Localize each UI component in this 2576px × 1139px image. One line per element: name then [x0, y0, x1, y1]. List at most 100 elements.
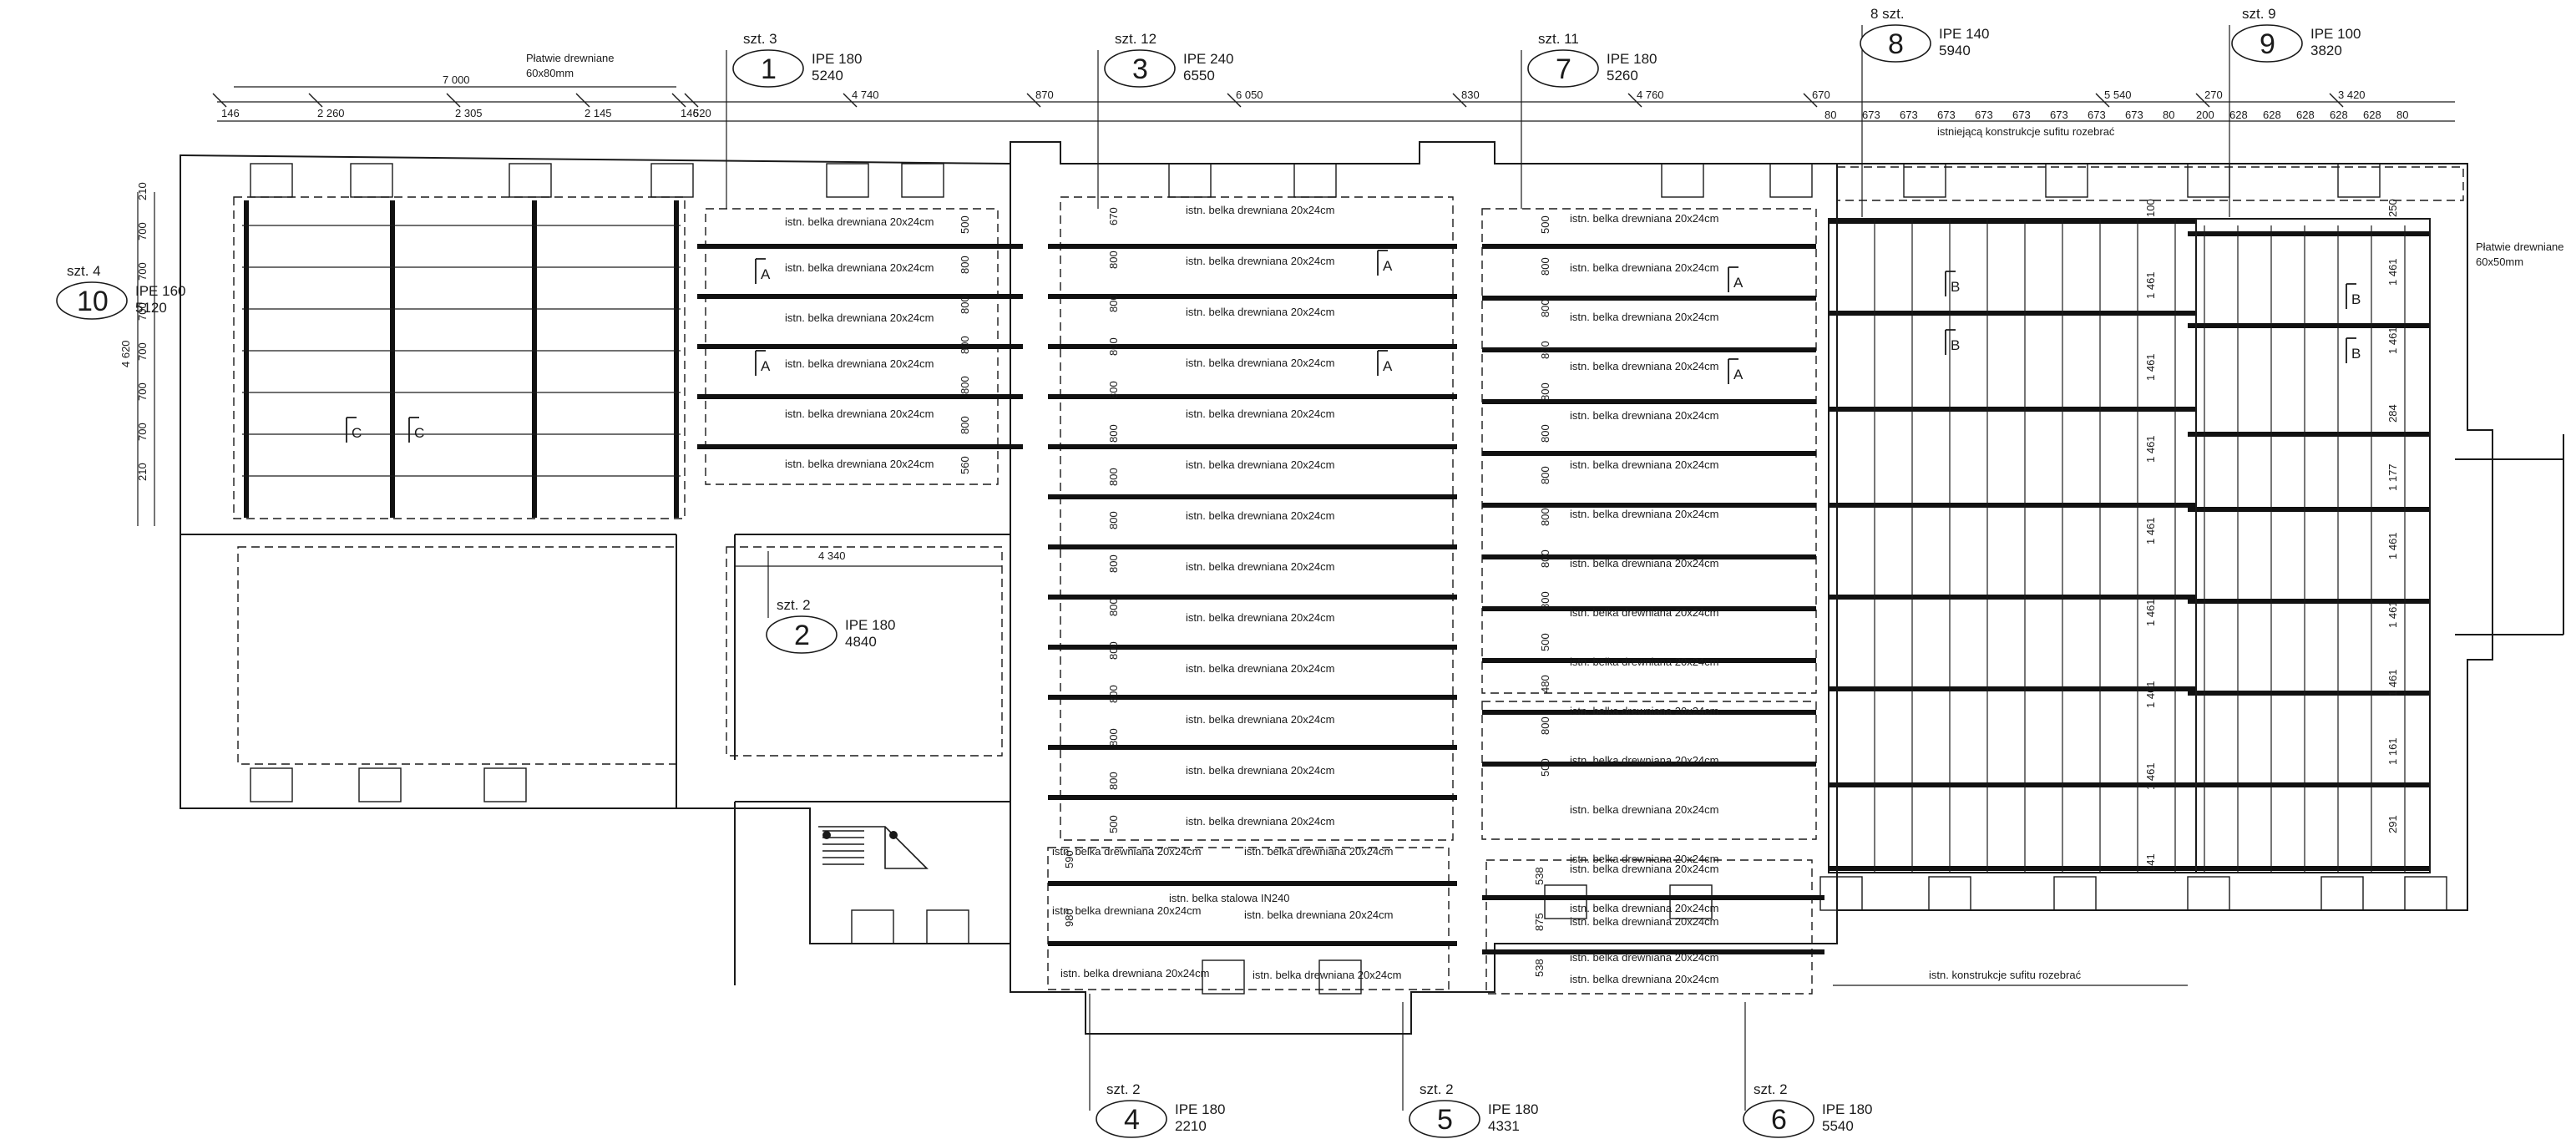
section-marker [1377, 250, 1388, 276]
spacing-dim: 1 461 [2144, 271, 2157, 299]
spacing-dim: 800 [1107, 511, 1120, 529]
dim-tick [843, 93, 858, 108]
pilaster-bottom [851, 909, 894, 944]
staircase [818, 826, 929, 869]
top-dim: 4 740 [852, 89, 879, 101]
dim-9: 80 [2396, 109, 2408, 121]
wood-beam-label: istn. belka drewniana 20x24cm [1570, 557, 1719, 570]
dim-tick [1227, 93, 1242, 108]
total-dim: 7 000 [443, 73, 470, 86]
dim-tick [1026, 93, 1041, 108]
dim-9: 628 [2229, 109, 2248, 121]
spacing-dim: 800 [959, 296, 971, 314]
wood-beam-label: istn. belka drewniana 20x24cm [1052, 845, 1202, 858]
mark-length: 5260 [1607, 68, 1638, 84]
wooden-beam-labels: istn. belka drewniana 20x24cm istn. belka… [785, 204, 1719, 985]
mid-dim: 4 340 [818, 549, 846, 562]
spacing-dim: 1 461 [2144, 353, 2157, 381]
spacing-dim: 1 461 [2386, 600, 2399, 628]
note-platwie-top: Płatwie drewniane [526, 52, 615, 64]
section-letter: A [761, 358, 771, 374]
steel-beams [242, 200, 2431, 954]
mark-quantity: 8 szt. [1870, 6, 1905, 22]
top-dim: 2 305 [455, 107, 483, 119]
dimension-lines: 5008008008008008005606708008008008008008… [119, 73, 2455, 977]
dim-tick [684, 93, 699, 108]
pilaster-bottom [1819, 876, 1863, 911]
left-dim: 700 [136, 302, 149, 321]
wood-beam-label: istn. belka drewniana 20x24cm [1253, 969, 1402, 981]
mark-length: 4840 [845, 634, 877, 650]
spacing-dim: 1 461 [2144, 435, 2157, 463]
mark-bubble [56, 281, 128, 320]
spacing-dim: 670 [1107, 207, 1120, 225]
section-marker [755, 350, 766, 376]
wood-beam-label: istn. belka drewniana 20x24cm [1244, 909, 1394, 921]
pilaster-top [1903, 163, 1946, 198]
wood-beam-label: istn. belka drewniana 20x24cm [1186, 662, 1335, 675]
room-lower-left-outline [237, 546, 677, 765]
mark-length: 6550 [1183, 68, 1215, 84]
spacing-dim: 800 [1107, 337, 1120, 356]
mark-bubble [1409, 1100, 1480, 1138]
top-dim: 270 [2204, 89, 2223, 101]
wood-beam-label: istn. belka drewniana 20x24cm [1052, 904, 1202, 917]
pilaster-top [509, 163, 552, 198]
spacing-dim: 800 [959, 336, 971, 354]
wood-beam-label: istn. belka drewniana 20x24cm [785, 215, 934, 228]
section-letter: A [1383, 358, 1393, 374]
mark-quantity: szt. 9 [2242, 6, 2276, 22]
mark-bubble [766, 615, 838, 654]
pilaster-bottom [1928, 876, 1971, 911]
spacing-dim: 980 [1063, 909, 1075, 927]
wood-beam-label: istn. belka drewniana 20x24cm [1186, 764, 1335, 777]
room-7-lower-outline [1481, 701, 1817, 840]
left-dim: 700 [136, 342, 149, 361]
room-8-top-outline [1836, 166, 2464, 201]
spacing-dim: 800 [1539, 466, 1551, 484]
pilaster-top [2187, 163, 2230, 198]
pilaster-bottom [926, 909, 969, 944]
wood-beam-label: istn. belka drewniana 20x24cm [1570, 656, 1719, 668]
wood-beam-label: istn. belka drewniana 20x24cm [785, 458, 934, 470]
mark-number: 3 [1132, 53, 1148, 85]
spacing-dim: 800 [1107, 728, 1120, 747]
spacing-dim: 1 461 [2144, 599, 2157, 626]
room-6-outline [1485, 859, 1813, 995]
spacing-dim: 1 461 [2144, 762, 2157, 790]
dim-8: 673 [2050, 109, 2068, 121]
pilaster-top [250, 163, 293, 198]
wood-beam-label: istn. belka drewniana 20x24cm [1186, 815, 1335, 828]
spacing-dim: 800 [1539, 508, 1551, 526]
mark-number: 2 [794, 620, 810, 651]
section-marker [2346, 337, 2356, 363]
spacing-dim: 500 [1539, 215, 1551, 234]
spacing-dim: 800 [1539, 591, 1551, 610]
mark-profile: IPE 140 [1939, 26, 1990, 42]
spacing-dim: 800 [1107, 554, 1120, 573]
left-total-dim: 4 620 [119, 340, 132, 367]
mark-profile: IPE 160 [135, 283, 186, 299]
mark-profile: IPE 100 [2310, 26, 2361, 42]
mark-quantity: szt. 4 [67, 263, 101, 279]
spacing-dim: 1 461 [2386, 532, 2399, 559]
note-platwie-top-size: 60x80mm [526, 67, 574, 79]
pilaster-top [650, 163, 694, 198]
mark-profile: IPE 180 [845, 617, 896, 633]
spacing-dim: 500 [1539, 633, 1551, 651]
top-dim: 5 540 [2104, 89, 2132, 101]
dim-tick [446, 93, 461, 108]
wood-beam-label: istn. belka drewniana 20x24cm [1186, 357, 1335, 369]
note-platwie-right: Płatwie drewniane [2476, 240, 2564, 253]
spacing-dim: 800 [1107, 251, 1120, 269]
wood-beam-label: istn. belka drewniana 20x24cm [1570, 508, 1719, 520]
spacing-dim: 800 [1539, 341, 1551, 359]
mark-length: 5940 [1939, 43, 1971, 58]
spacing-dim: 800 [959, 256, 971, 274]
spacing-dim: 800 [1107, 424, 1120, 443]
dim-tick [1627, 93, 1642, 108]
section-letter: C [414, 425, 424, 441]
spacing-dim: 800 [1539, 424, 1551, 443]
left-dim: 210 [136, 182, 149, 200]
